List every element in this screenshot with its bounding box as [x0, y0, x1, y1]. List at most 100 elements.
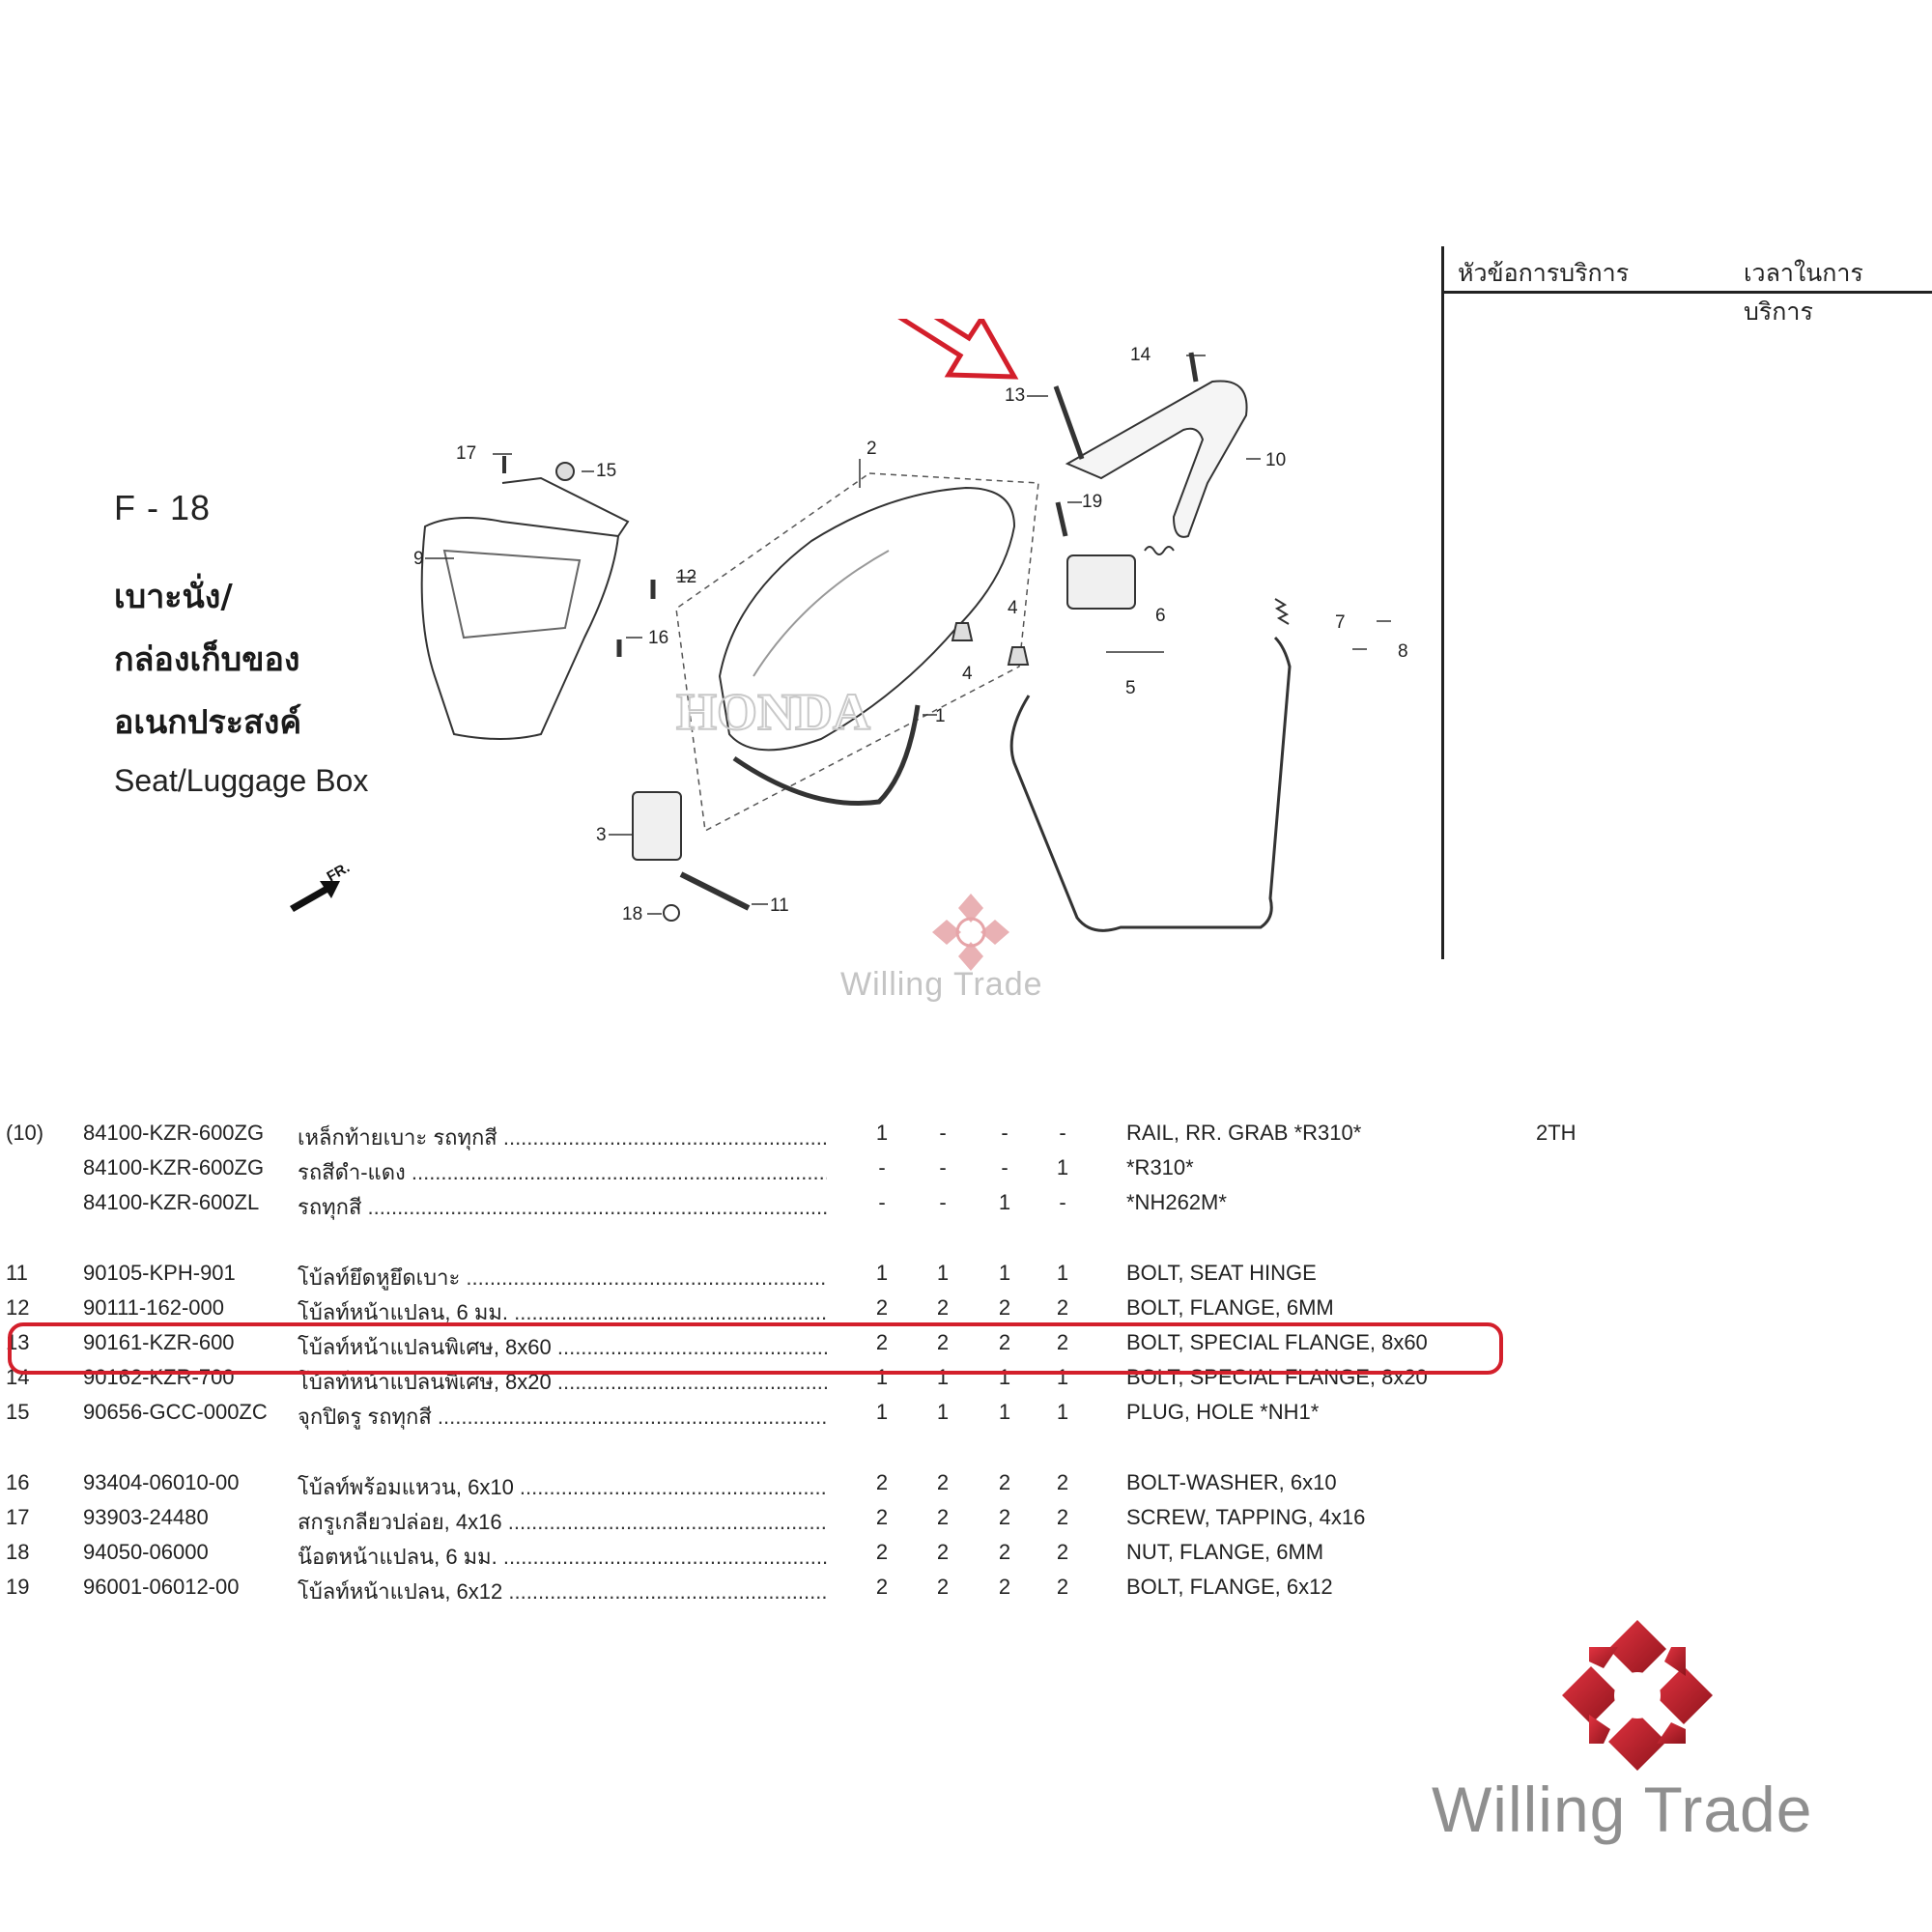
quantity-2: 1 [936, 1261, 950, 1285]
quantity-3: 2 [998, 1575, 1011, 1599]
quantity-1: 2 [875, 1295, 889, 1320]
description-th: รถสีดำ-แดง [298, 1160, 406, 1184]
watermark-logo-small [932, 894, 1009, 971]
callout-12: 12 [676, 567, 696, 587]
quantity-4: 2 [1056, 1575, 1069, 1599]
seat [718, 486, 1016, 752]
part-number: 90105-KPH-901 [83, 1261, 236, 1285]
parts-row: 84100-KZR-600ZG รถสีดำ-แดง ..............… [0, 1155, 1932, 1188]
quantity-3: 2 [998, 1470, 1011, 1494]
hinge-bolt [679, 871, 751, 911]
ref-number: 12 [6, 1295, 30, 1320]
callout-4b: 4 [962, 664, 973, 684]
quantity-4: 2 [1056, 1330, 1069, 1354]
front-direction-arrow: FR. [290, 860, 353, 912]
description-en: BOLT, SPECIAL FLANGE, 8x20 [1126, 1365, 1428, 1389]
quantity-1: 1 [875, 1261, 889, 1285]
quantity-4: 1 [1056, 1155, 1069, 1179]
quantity-3: 1 [998, 1261, 1011, 1285]
description-en: PLUG, HOLE *NH1* [1126, 1400, 1320, 1424]
quantity-1: 1 [875, 1400, 889, 1424]
parts-diagram: 1 2 3 4 4 5 6 7 8 9 10 11 12 13 14 15 16… [290, 319, 1408, 932]
callout-7: 7 [1335, 612, 1346, 633]
leader-dots: ........................................… [411, 1160, 827, 1184]
grab-rail [1065, 380, 1248, 538]
quantity-2: 2 [936, 1540, 950, 1564]
description-en: *R310* [1126, 1155, 1194, 1179]
description-th-cell: โบ้ลท์ยึดหูยึดเบาะ .....................… [298, 1261, 827, 1294]
callout-8: 8 [1398, 641, 1408, 662]
callout-14: 14 [1130, 345, 1151, 365]
ref-number: 11 [6, 1261, 28, 1285]
callout-3: 3 [596, 825, 607, 845]
seat-lock-cable [1009, 636, 1292, 932]
figure-title-en: Seat/Luggage Box [114, 763, 369, 798]
hole-plug [555, 462, 575, 481]
bolt-13 [1053, 385, 1085, 460]
remark: 2TH [1536, 1121, 1577, 1145]
seat-lock [1066, 554, 1136, 610]
callout-17: 17 [456, 443, 476, 464]
figure-title-th-line2: กล่องเก็บของ [114, 640, 300, 679]
description-th: จุกปิดรู รถทุกสี [298, 1405, 432, 1429]
watermark-text-large: Willing Trade [1432, 1774, 1813, 1845]
callout-15: 15 [596, 461, 616, 481]
description-th: โบ้ลท์พร้อมแหวน, 6x10 [298, 1475, 514, 1499]
quantity-3: 2 [998, 1540, 1011, 1564]
description-th: โบ้ลท์ยึดหูยึดเบาะ [298, 1265, 461, 1290]
leader-dots: ........................................… [507, 1510, 827, 1534]
callout-1: 1 [935, 706, 946, 726]
quantity-3: 1 [998, 1190, 1011, 1214]
quantity-3: 2 [998, 1295, 1011, 1320]
part-number: 84100-KZR-600ZG [83, 1155, 265, 1179]
description-th-cell: โบ้ลท์หน้าแปลนพิเศษ, 8x60 ..............… [298, 1330, 827, 1364]
quantity-2: 2 [936, 1330, 950, 1354]
quantity-4: - [1059, 1121, 1066, 1145]
leader-dots: ........................................… [514, 1300, 827, 1324]
callout-4a: 4 [1008, 598, 1018, 618]
description-th: น๊อตหน้าแปลน, 6 มม. [298, 1545, 497, 1569]
description-en: BOLT, FLANGE, 6MM [1126, 1295, 1334, 1320]
quantity-2: 2 [936, 1505, 950, 1529]
description-en: BOLT, FLANGE, 6x12 [1126, 1575, 1333, 1599]
leader-dots: ........................................… [508, 1579, 827, 1604]
ref-number: 17 [6, 1505, 30, 1529]
grommet-a [951, 622, 974, 641]
quantity-1: - [878, 1155, 886, 1179]
part-number: 84100-KZR-600ZG [83, 1121, 265, 1145]
description-th-cell: รถสีดำ-แดง .............................… [298, 1155, 827, 1189]
watermark-text-small: Willing Trade [840, 966, 1043, 1003]
description-en: BOLT, SPECIAL FLANGE, 8x60 [1126, 1330, 1428, 1354]
callout-6: 6 [1155, 606, 1166, 626]
description-en: RAIL, RR. GRAB *R310* [1126, 1121, 1362, 1145]
leader-dots: ........................................… [502, 1545, 827, 1569]
leader-dots: ........................................… [437, 1405, 827, 1429]
quantity-2: 2 [936, 1470, 950, 1494]
description-th-cell: เหล็กท้ายเบาะ รถทุกสี ..................… [298, 1121, 827, 1154]
part-number: 84100-KZR-600ZL [83, 1190, 260, 1214]
figure-code: F - 18 [114, 488, 212, 527]
ref-number: 19 [6, 1575, 30, 1599]
part-number: 96001-06012-00 [83, 1575, 240, 1599]
quantity-1: 2 [875, 1540, 889, 1564]
quantity-1: 2 [875, 1505, 889, 1529]
quantity-3: 1 [998, 1400, 1011, 1424]
quantity-2: - [939, 1155, 947, 1179]
highlighted-row-outline [8, 1322, 1503, 1375]
part-number: 94050-06000 [83, 1540, 209, 1564]
lock-spring [1144, 546, 1175, 555]
description-en: SCREW, TAPPING, 4x16 [1126, 1505, 1366, 1529]
part-number: 90111-162-000 [83, 1295, 224, 1320]
description-en: *NH262M* [1126, 1190, 1227, 1214]
description-th: สกรูเกลียวปล่อย, 4x16 [298, 1510, 502, 1534]
quantity-1: 2 [875, 1575, 889, 1599]
luggage-box [420, 517, 620, 740]
description-th-cell: สกรูเกลียวปล่อย, 4x16 ..................… [298, 1505, 827, 1539]
